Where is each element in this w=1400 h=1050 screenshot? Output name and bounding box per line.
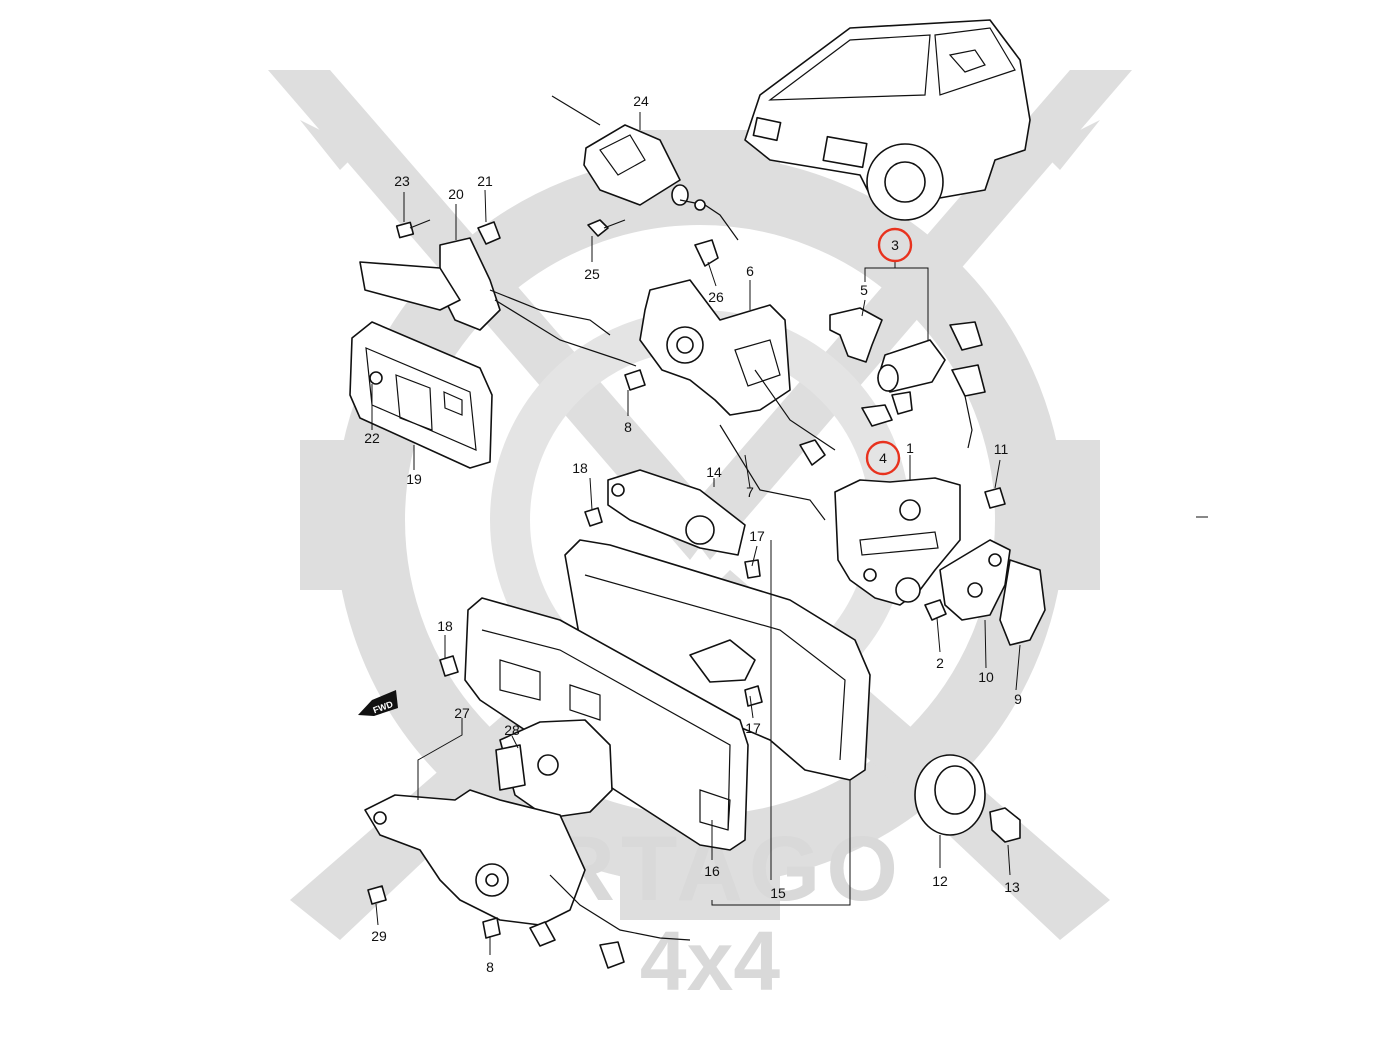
- callout-19: 19: [406, 471, 422, 487]
- callout-25: 25: [584, 266, 600, 282]
- part-27-lower-latch: [364, 789, 691, 969]
- callout-21: 21: [477, 173, 493, 189]
- callout-16: 16: [704, 863, 720, 879]
- callout-13: 13: [1004, 879, 1020, 895]
- callout-4: 4: [879, 450, 887, 466]
- part-19-handle-bezel: [349, 321, 493, 469]
- part-12-grommet: [914, 754, 1021, 843]
- callout-2: 2: [936, 655, 944, 671]
- highlight-part-4: [865, 440, 901, 476]
- callout-18-lower: 18: [437, 618, 453, 634]
- callout-10: 10: [978, 669, 994, 685]
- callout-24: 24: [633, 93, 649, 109]
- part-6-latch-control: [624, 239, 836, 521]
- part-14-outer-handle: [584, 469, 761, 579]
- part-1-door-latch: [834, 477, 961, 606]
- part-15-door-panel: [439, 539, 871, 851]
- callout-20: 20: [448, 186, 464, 202]
- callout-15: 15: [770, 885, 786, 901]
- part-28-lock-actuator: [495, 719, 613, 819]
- callout-12: 12: [932, 873, 948, 889]
- callout-labels: 1 2 3 4 5 6 7 8 8 9 10 11 12 13 14 15 16…: [364, 93, 1022, 975]
- callout-6: 6: [746, 263, 754, 279]
- callout-29: 29: [371, 928, 387, 944]
- callout-3: 3: [891, 237, 899, 253]
- callout-23: 23: [394, 173, 410, 189]
- part-24-actuator: [551, 95, 739, 241]
- callout-7: 7: [746, 484, 754, 500]
- callout-11: 11: [994, 441, 1009, 457]
- callout-8-lower: 8: [486, 959, 494, 975]
- callout-17-lower: 17: [745, 720, 761, 736]
- callout-18-upper: 18: [572, 460, 588, 476]
- callout-27: 27: [454, 705, 470, 721]
- callout-17-upper: 17: [749, 528, 765, 544]
- callout-26: 26: [708, 289, 724, 305]
- callout-1: 1: [906, 440, 914, 456]
- watermark-sub: 4x4: [640, 914, 780, 1008]
- highlight-part-3: [877, 227, 913, 263]
- callout-14: 14: [706, 464, 722, 480]
- part-20-handle-lever: [359, 219, 637, 367]
- callout-8-upper: 8: [624, 419, 632, 435]
- callout-22: 22: [364, 430, 380, 446]
- part-3-lock-cylinder: [829, 307, 986, 449]
- leader-lines: [371, 112, 1208, 955]
- part-10-latch-plate: [924, 487, 1046, 646]
- vehicle-illustration: [744, 19, 1031, 221]
- callout-28: 28: [504, 722, 520, 738]
- callout-9: 9: [1014, 691, 1022, 707]
- callout-5: 5: [860, 282, 868, 298]
